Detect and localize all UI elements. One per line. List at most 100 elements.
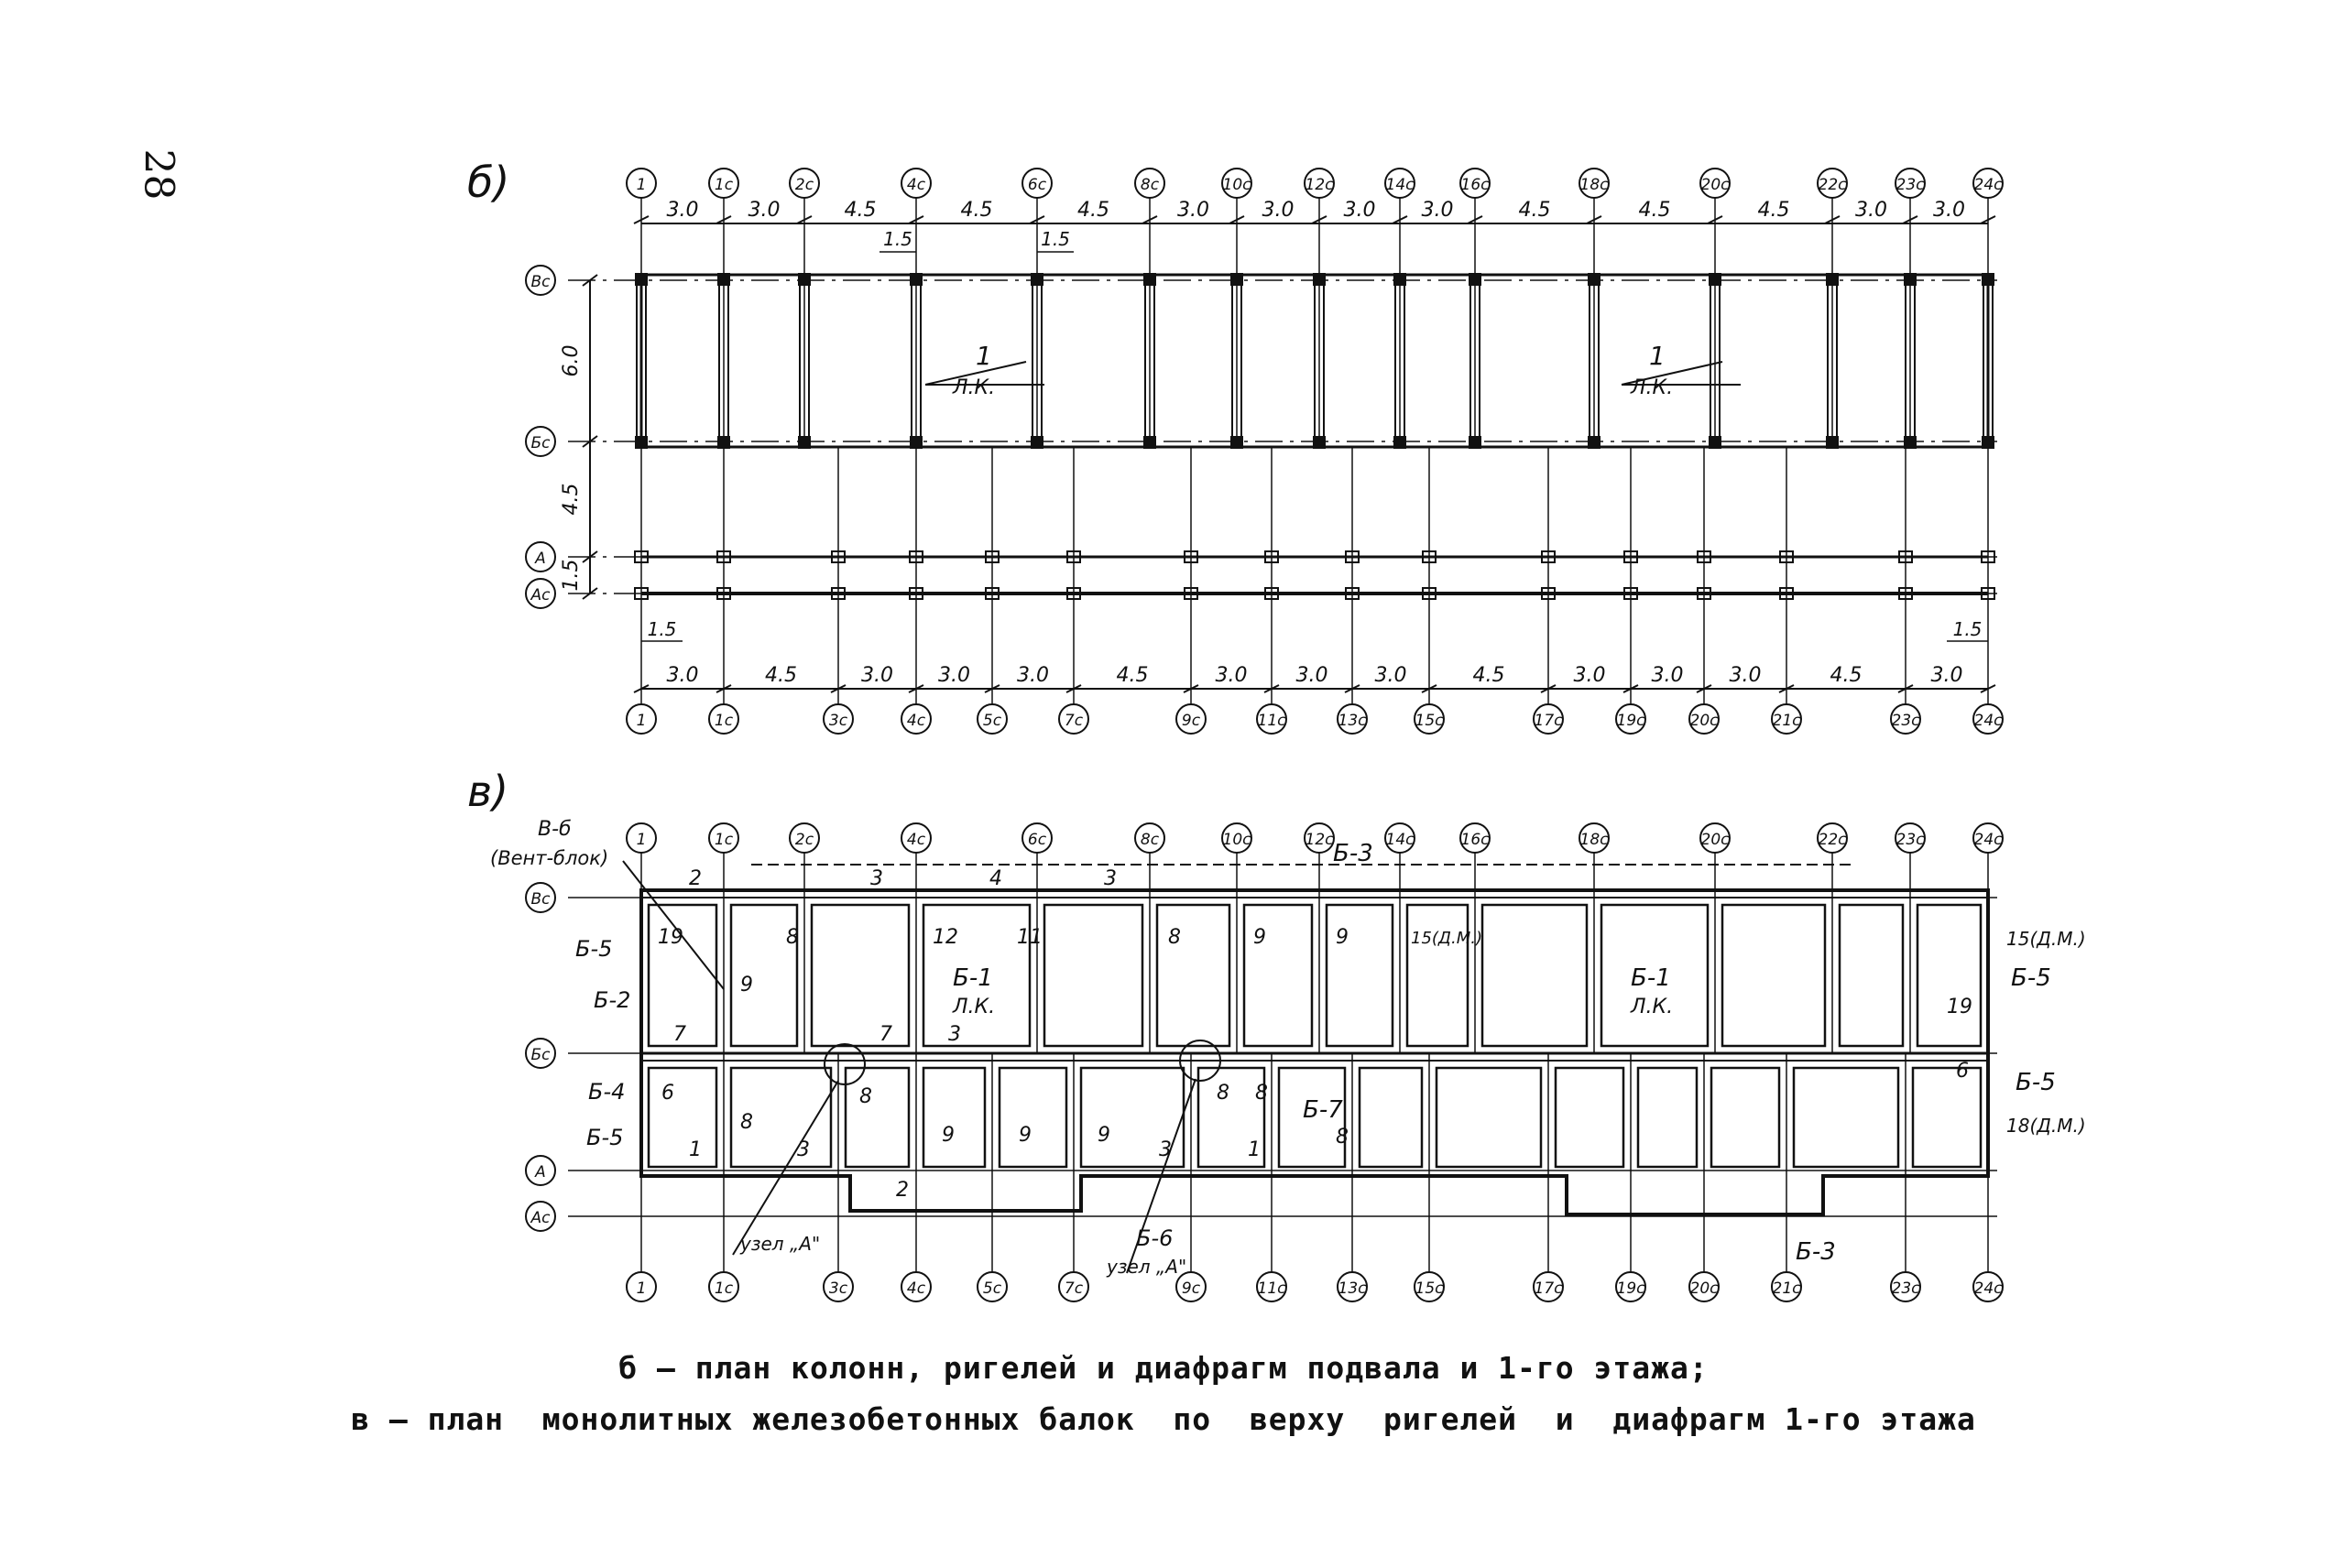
plan-v-top-axis-label: 6c xyxy=(1028,831,1047,849)
plan-b-column xyxy=(798,273,811,286)
vent-leader xyxy=(622,860,725,990)
plan-b-column-a xyxy=(1623,550,1638,563)
beam-b5-left-low: Б-5 xyxy=(586,1125,623,1150)
plan-v-bottom-axis-label: 9c xyxy=(1182,1279,1201,1298)
plan-v-row-axis-label: Бс xyxy=(530,1046,551,1064)
plan-b-dim-tick xyxy=(1142,215,1158,224)
plan-b-top-axis-circle xyxy=(901,168,932,199)
node-a-leader-1 xyxy=(732,1080,839,1256)
plan-v-cell-lower xyxy=(998,1066,1068,1169)
plan-b-bottom-axis-circle xyxy=(626,703,657,735)
plan-v-row-axis-label: А xyxy=(534,1163,546,1181)
plan-v-cell-upper xyxy=(1916,903,1983,1048)
plan-b-dim-tick xyxy=(633,684,650,693)
plan-v-mark-m9_d: 9 xyxy=(942,1124,955,1147)
plan-b-dim-tick xyxy=(830,684,847,693)
plan-b-column-a xyxy=(716,550,731,563)
plan-b-column-ac xyxy=(1422,587,1437,600)
plan-v-bottom-axis-circle xyxy=(1972,1271,2004,1302)
plan-v-mark-m9_e: 9 xyxy=(1019,1124,1032,1147)
node-a-circle-2 xyxy=(1179,1040,1221,1082)
r15-top: 15(Д.М.) xyxy=(1411,929,1482,948)
plan-b-bottom-axis-label: 7c xyxy=(1065,712,1084,730)
plan-v-top-axis-circle xyxy=(1134,822,1165,854)
plan-b-dim-tick xyxy=(1696,684,1712,693)
plan-b-row-tick xyxy=(582,587,598,600)
plan-b-dim-tick xyxy=(716,684,732,693)
plan-v-mark-m9_c: 9 xyxy=(1336,926,1349,949)
plan-b-dim-tick xyxy=(1540,684,1557,693)
plan-b-column-ac xyxy=(1981,587,1995,600)
plan-v-bottom-axis-label: 15c xyxy=(1415,1279,1445,1298)
beam-b2-left: Б-2 xyxy=(594,987,630,1013)
plan-v-bottom-axis-circle xyxy=(1058,1271,1089,1302)
plan-v-bottom-axis-label: 5c xyxy=(983,1279,1002,1298)
plan-b-dim-tick xyxy=(908,215,924,224)
plan-b-top-axis-circle xyxy=(1304,168,1335,199)
plan-b-bottom-dim: 4.5 xyxy=(1473,664,1505,687)
plan-b-bottom-dim: 3.0 xyxy=(1574,664,1606,687)
plan-v-top-axis-circle xyxy=(708,822,739,854)
plan-v-mark-m3_low_b: 3 xyxy=(1159,1138,1172,1161)
plan-v-bottom-axis-label: 1 xyxy=(637,1279,647,1298)
plan-b-top-axis-label: 18c xyxy=(1580,176,1610,194)
plan-b-bottom-axis-label: 1c xyxy=(715,712,734,730)
plan-b-bottom-axis-circle xyxy=(1890,703,1921,735)
plan-v-mark-m19_r: 19 xyxy=(1947,996,1972,1018)
plan-b-column xyxy=(1904,436,1917,449)
plan-v-bottom-axis-circle xyxy=(823,1271,854,1302)
plan-v-mark-m7_b: 7 xyxy=(879,1023,892,1046)
plan-v-cell-upper xyxy=(1838,903,1905,1048)
plan-v-bottom-axis-label: 20c xyxy=(1690,1279,1720,1298)
node-a-leader-2 xyxy=(1126,1078,1196,1274)
plan-b-top-dim: 3.0 xyxy=(748,199,781,222)
plan-b-dim-tick xyxy=(1029,215,1045,224)
plan-b-column-a xyxy=(909,550,923,563)
plan-b-top-axis-circle xyxy=(1972,168,2004,199)
plan-b-bottom-axis-label: 5c xyxy=(983,712,1002,730)
plan-b-row-axis-circle xyxy=(525,426,556,457)
plan-b-column xyxy=(1230,273,1243,286)
plan-v-mark-m6: 6 xyxy=(661,1082,674,1105)
beam-b1-a: Б-1 xyxy=(953,964,993,992)
plan-b-column-a xyxy=(1422,550,1437,563)
plan-v-bottom-axis-label: 7c xyxy=(1065,1279,1084,1298)
plan-b-column xyxy=(1709,273,1721,286)
plan-v-top-axis-circle xyxy=(1221,822,1252,854)
plan-v-top-axis-label: 12c xyxy=(1306,831,1335,849)
beam-b1-a-sub: Л.К. xyxy=(952,996,995,1018)
plan-b-bottom-dim: 3.0 xyxy=(1216,664,1248,687)
plan-b-row-axis-circle xyxy=(525,541,556,572)
plan-b-top-axis-label: 22c xyxy=(1819,176,1848,194)
plan-b-column-a xyxy=(1697,550,1711,563)
plan-b-callout-leader-1 xyxy=(924,361,1027,386)
plan-b-column-ac xyxy=(1898,587,1913,600)
plan-b-bottom-axis-circle xyxy=(1615,703,1646,735)
plan-b-bottom-axis-circle xyxy=(1688,703,1720,735)
plan-b-column-ac xyxy=(831,587,846,600)
plan-v-bottom-axis-circle xyxy=(1615,1271,1646,1302)
beam-b5-left: Б-5 xyxy=(575,936,612,962)
plan-v-top-axis-circle xyxy=(1384,822,1415,854)
plan-b-bottom-axis-label: 21c xyxy=(1773,712,1802,730)
plan-v-cell-upper xyxy=(1600,903,1710,1048)
plan-b-dim-tick xyxy=(1586,215,1602,224)
plan-b-column-a xyxy=(985,550,1000,563)
plan-v-bottom-axis-label: 1c xyxy=(715,1279,734,1298)
plan-v-cell-lower xyxy=(1435,1066,1543,1169)
plan-v-mark-m8_c: 8 xyxy=(740,1111,753,1134)
plan-b-row-axis-label: Ас xyxy=(530,586,552,604)
plan-b-column-a xyxy=(634,550,649,563)
plan-b-bottom-dim: 3.0 xyxy=(861,664,893,687)
plan-v-bottom-axis-label: 11c xyxy=(1258,1279,1287,1298)
plan-b-row-tick xyxy=(582,550,598,563)
plan-b-callout-num-1: 1 xyxy=(976,341,992,371)
plan-b-column xyxy=(1393,273,1406,286)
plan-b-bottom-axis-circle xyxy=(1972,703,2004,735)
plan-b-column xyxy=(1588,273,1600,286)
plan-b-bottom-dim: 3.0 xyxy=(1730,664,1762,687)
plan-b-column xyxy=(1588,436,1600,449)
plan-v-cell-lower xyxy=(1911,1066,1983,1169)
plan-b-bottom-axis-circle xyxy=(823,703,854,735)
plan-b-top-axis-circle xyxy=(1459,168,1491,199)
